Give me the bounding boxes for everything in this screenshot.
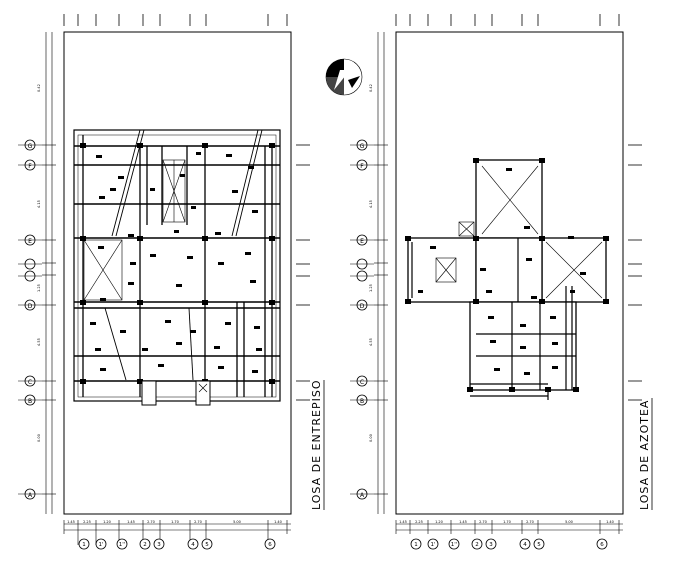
axis-bubble-e2 (18, 258, 42, 270)
svg-text:1.20: 1.20 (103, 520, 111, 524)
svg-text:0.42: 0.42 (37, 84, 41, 92)
left-dimension-line (42, 32, 56, 514)
column-axis-bubbles: 1 1' 1'' 2 3 4 5 6 (410, 538, 608, 550)
svg-text:2.25: 2.25 (415, 520, 423, 524)
svg-text:1'': 1'' (451, 542, 458, 548)
axis-bubble-f: F (18, 159, 42, 171)
svg-text:6: 6 (268, 542, 272, 548)
svg-text:1: 1 (82, 542, 86, 548)
svg-text:2.70: 2.70 (147, 520, 155, 524)
svg-text:2: 2 (475, 542, 479, 548)
top-grid-ticks (63, 14, 288, 26)
left-dimension-labels: 0.42 4.15 1.25 4.55 0.00 (369, 84, 373, 442)
sheet-frame (63, 31, 292, 515)
svg-text:1': 1' (430, 542, 435, 548)
svg-text:6: 6 (600, 542, 604, 548)
svg-text:1.70: 1.70 (171, 520, 179, 524)
svg-text:B: B (28, 398, 32, 405)
axis-bubble-g: G (18, 139, 42, 151)
north-arrow-icon (325, 58, 363, 96)
svg-text:5.00: 5.00 (233, 520, 241, 524)
stair-shaft (162, 159, 186, 223)
axis-bubble-e: E (18, 234, 42, 246)
sheet-title-azotea: LOSA DE AZOTEA (638, 400, 651, 510)
bottom-dimension-labels: 1.45 2.25 1.20 1.45 2.70 1.70 2.70 5.00 … (67, 520, 282, 524)
svg-text:1: 1 (414, 542, 418, 548)
svg-text:5.00: 5.00 (565, 520, 573, 524)
svg-text:4.15: 4.15 (37, 200, 41, 208)
svg-text:0.42: 0.42 (369, 84, 373, 92)
svg-text:3: 3 (157, 542, 161, 548)
svg-text:C: C (28, 379, 32, 386)
svg-text:A: A (360, 492, 365, 499)
axis-bubble-a: A (18, 488, 42, 500)
svg-text:F: F (360, 163, 364, 170)
svg-text:4.55: 4.55 (37, 338, 41, 346)
left-dimension-labels: 0.42 4.15 1.25 4.55 0.00 (37, 84, 41, 442)
svg-text:1.25: 1.25 (369, 284, 373, 292)
svg-text:0.00: 0.00 (37, 434, 41, 442)
svg-text:E: E (360, 238, 364, 245)
svg-text:4.55: 4.55 (369, 338, 373, 346)
svg-text:1.45: 1.45 (399, 520, 407, 524)
svg-text:0.00: 0.00 (369, 434, 373, 442)
svg-text:1.40: 1.40 (606, 520, 614, 524)
svg-text:5: 5 (537, 542, 541, 548)
floor-plan-azotea (405, 158, 609, 400)
svg-text:4: 4 (191, 542, 195, 548)
axis-bubble-d: D (18, 299, 42, 311)
right-grid-ticks (296, 144, 310, 401)
svg-text:5: 5 (205, 542, 209, 548)
svg-text:A: A (28, 492, 33, 499)
svg-text:1'': 1'' (119, 542, 126, 548)
sheet-entrepiso: G F E D C B A 0.42 4.15 1.25 4.55 0.00 (18, 14, 325, 550)
svg-text:E: E (28, 238, 32, 245)
svg-text:2.70: 2.70 (526, 520, 534, 524)
axis-bubble-e3 (18, 270, 42, 282)
svg-text:B: B (360, 398, 364, 405)
svg-text:D: D (360, 303, 365, 310)
right-grid-ticks (628, 144, 642, 401)
sheet-frame (395, 31, 624, 515)
svg-text:1.40: 1.40 (274, 520, 282, 524)
bottom-dimension-labels: 1.45 2.25 1.20 1.45 2.70 1.70 2.70 5.00 … (399, 520, 614, 524)
svg-text:1.45: 1.45 (67, 520, 75, 524)
svg-text:D: D (28, 303, 33, 310)
top-grid-ticks (395, 14, 620, 26)
svg-text:2: 2 (143, 542, 147, 548)
svg-text:4.15: 4.15 (369, 200, 373, 208)
svg-text:G: G (360, 143, 365, 150)
svg-text:2.25: 2.25 (83, 520, 91, 524)
svg-text:2.70: 2.70 (479, 520, 487, 524)
svg-text:1.20: 1.20 (435, 520, 443, 524)
svg-text:F: F (28, 163, 32, 170)
sheet-title-entrepiso: LOSA DE ENTREPISO (310, 379, 323, 510)
svg-text:1.45: 1.45 (127, 520, 135, 524)
row-axis-bubbles: G F E D C B A (350, 139, 374, 500)
floor-plan-entrepiso (73, 129, 281, 406)
axis-bubble-c: C (18, 375, 42, 387)
svg-text:C: C (360, 379, 364, 386)
column-axis-bubbles: 1 1' 1'' 2 3 4 5 6 (77, 534, 276, 550)
svg-text:G: G (28, 143, 33, 150)
svg-text:1.45: 1.45 (459, 520, 467, 524)
svg-text:1.25: 1.25 (37, 284, 41, 292)
row-axis-bubbles: G F E D C B A (18, 139, 42, 500)
sheet-azotea: G F E D C B A 0.42 4.15 1.25 4.55 0.00 (350, 14, 653, 550)
left-dimension-line (374, 32, 388, 514)
svg-text:2.70: 2.70 (194, 520, 202, 524)
svg-text:1': 1' (98, 542, 103, 548)
svg-text:4: 4 (523, 542, 527, 548)
axis-bubble-b: B (18, 394, 42, 406)
svg-text:3: 3 (489, 542, 493, 548)
svg-text:1.70: 1.70 (503, 520, 511, 524)
bottom-dimension-line (395, 520, 623, 534)
bottom-dimension-line (63, 520, 291, 534)
